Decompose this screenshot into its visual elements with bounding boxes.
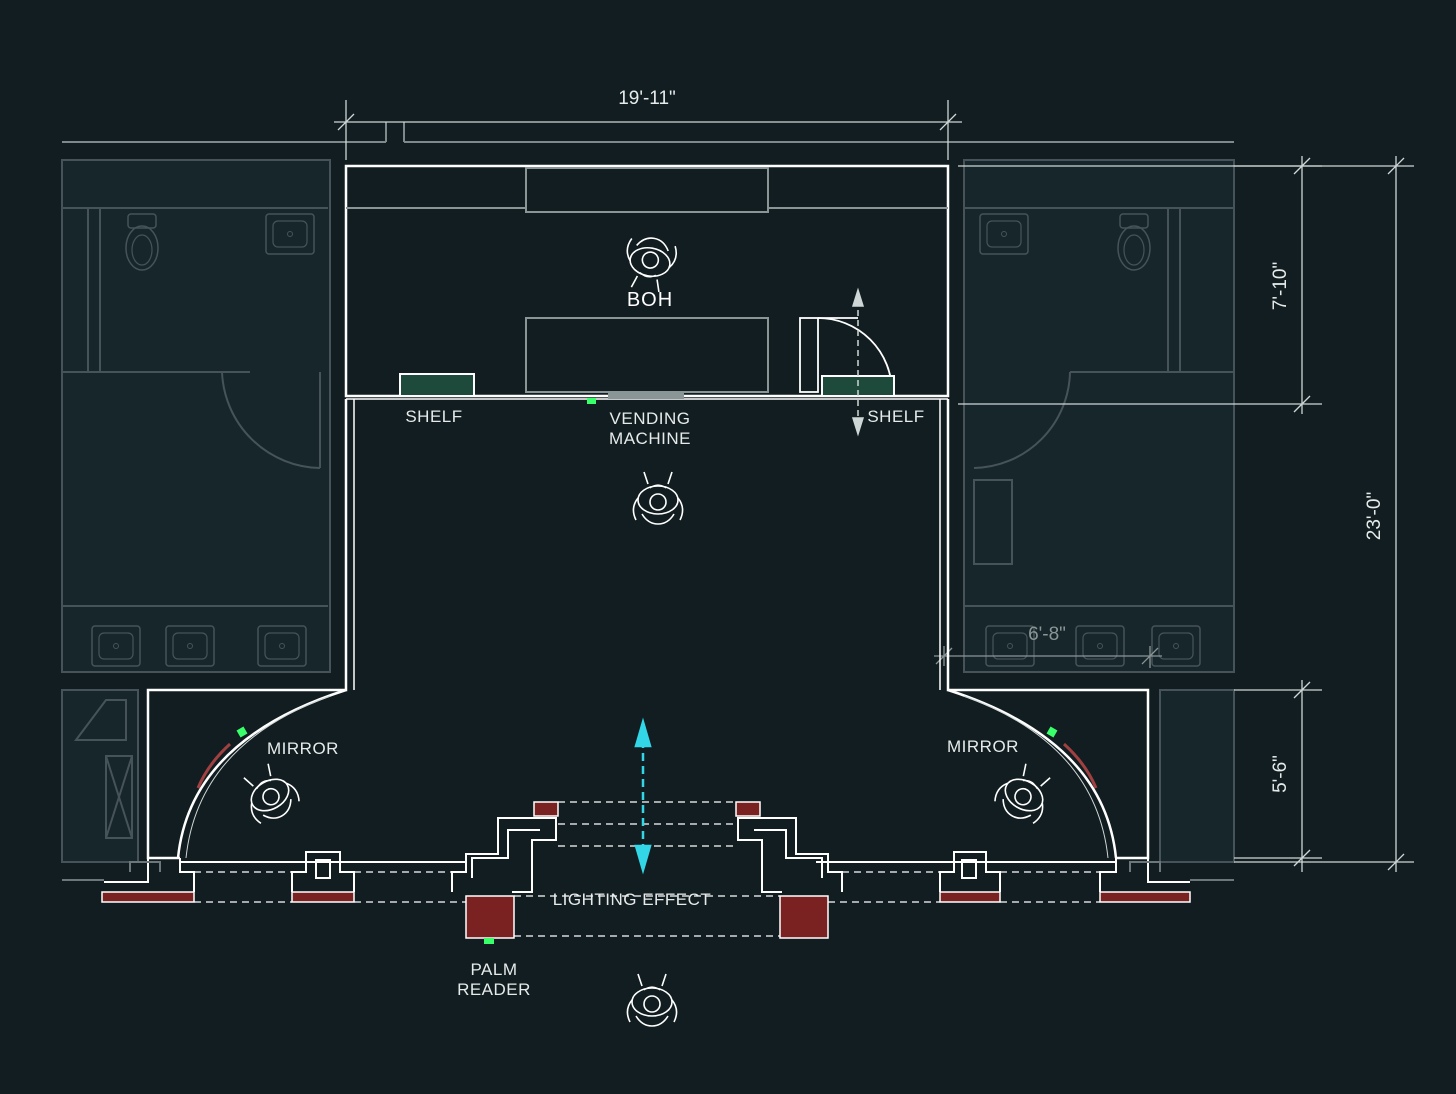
vending-machine-front [608, 393, 684, 399]
dimension-width-label: 19'-11" [618, 88, 676, 109]
adjacent-rooms-right [963, 159, 1235, 863]
dimension-front-height-label: 5'-6" [1270, 755, 1291, 793]
mirror-arc-left [176, 688, 347, 859]
sensors [236, 398, 1058, 944]
vending-machine-block [525, 317, 769, 393]
shelf-left [399, 373, 475, 397]
person-icon [620, 233, 680, 295]
dimension-total-height-label: 23'-0" [1364, 492, 1385, 540]
shelf-right-label: SHELF [867, 407, 924, 426]
lighting-effect-label: LIGHTING EFFECT [553, 890, 712, 909]
person-icon [233, 757, 305, 829]
mirror-right-label: MIRROR [947, 737, 1019, 756]
mirror-left-label: MIRROR [267, 739, 339, 758]
dimension-boh-height [958, 156, 1322, 414]
person-icon [626, 973, 678, 1027]
vending-machine-label-line1: VENDING [610, 409, 691, 428]
boh-label: BOH [627, 289, 673, 311]
palm-reader-label-line1: PALM [470, 960, 517, 979]
shop-walls [146, 399, 1150, 860]
boh-back-counter [346, 167, 948, 213]
door-swing-arrow [851, 287, 865, 437]
dimension-boh-height-label: 7'-10" [1270, 262, 1291, 310]
dimension-side-width [934, 646, 1162, 668]
shelf-left-label: SHELF [405, 407, 462, 426]
adjacent-rooms-left [61, 159, 331, 863]
person-icon [632, 471, 684, 525]
exterior-wall-top [62, 122, 1234, 143]
front-facade [104, 817, 1190, 893]
dimension-total-height [1234, 156, 1414, 872]
vending-machine-label-line2: MACHINE [609, 429, 691, 448]
dimension-width [334, 100, 962, 160]
person-icon [989, 757, 1061, 829]
facade-pillars [101, 801, 1191, 939]
lighting-direction-arrow [634, 717, 652, 875]
mirror-arc-right [947, 688, 1118, 859]
dimension-front-height [1234, 680, 1322, 872]
dimension-side-width-label: 6'-8" [1028, 624, 1066, 645]
palm-reader-label-line2: READER [457, 980, 531, 999]
faded-facade-detail [62, 861, 1234, 881]
